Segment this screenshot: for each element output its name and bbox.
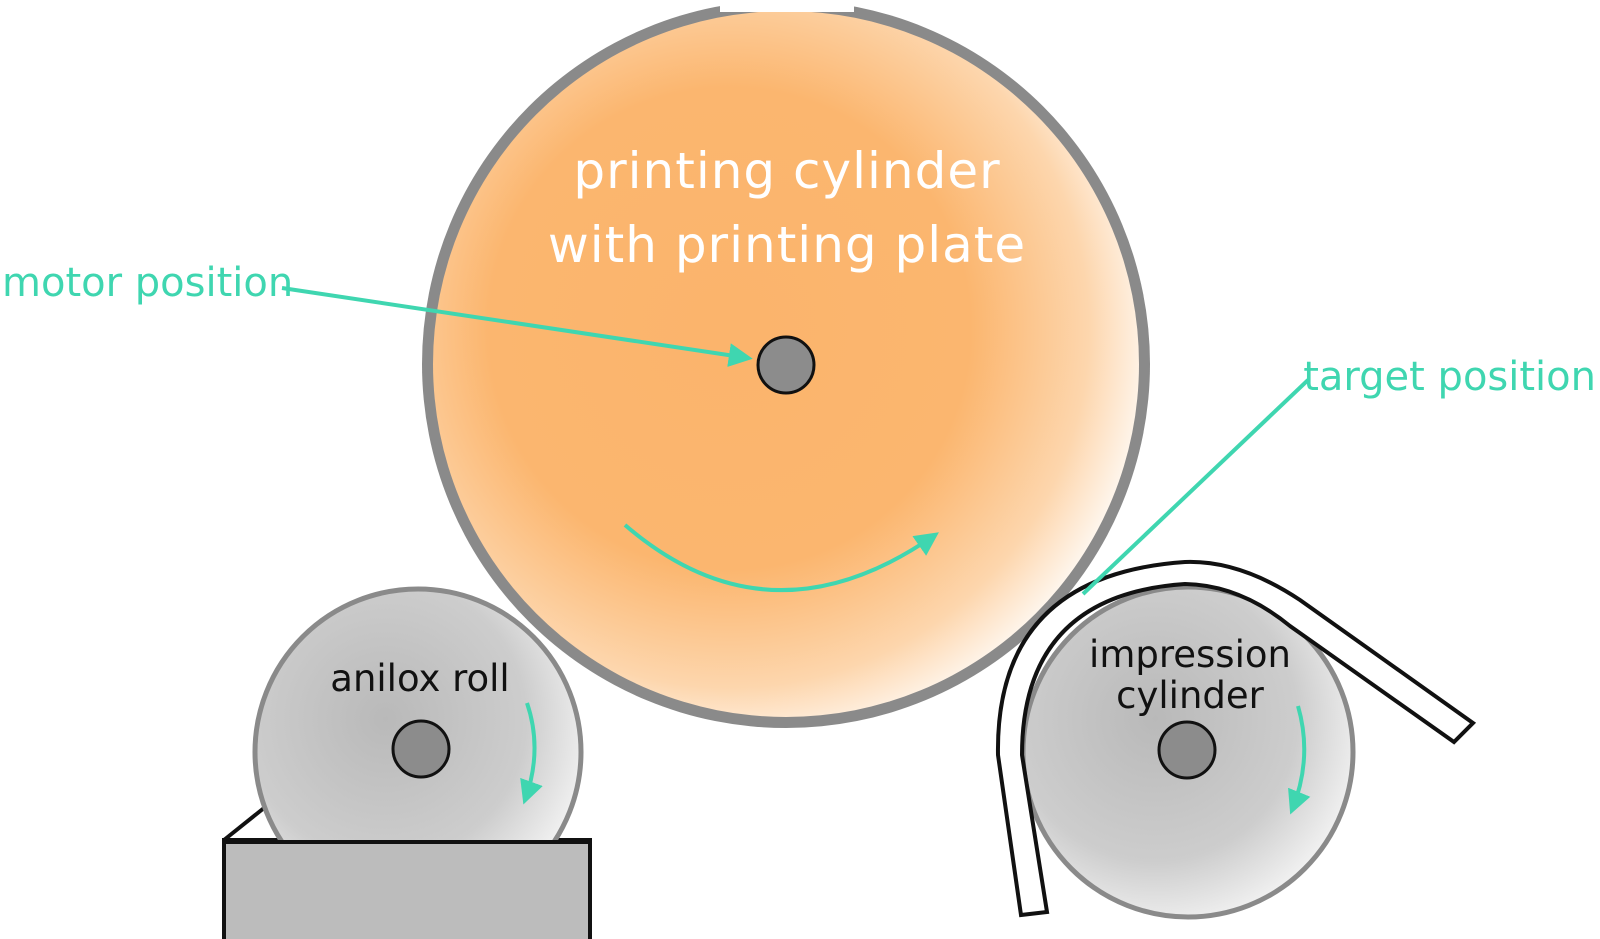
target-position-leader [1081, 378, 1310, 596]
printing-plate-gap [720, 0, 854, 12]
target-position-label: target position [1303, 354, 1596, 400]
printing-cylinder-label-line1: printing cylinder [573, 142, 1000, 200]
ink-tray-cover [226, 842, 588, 939]
impression-cylinder-label-line2: cylinder [1116, 674, 1264, 717]
impression-cylinder-label-line1: impression [1089, 633, 1291, 676]
motor-position-leader [281, 286, 753, 368]
anilox-roll-label: anilox roll [330, 657, 509, 700]
printing-cylinder-label-line2: with printing plate [548, 216, 1026, 274]
motor-position-label: motor position [2, 260, 293, 306]
impression-rotation-arrow [1288, 705, 1311, 815]
printing-cylinder-rotation-arrow [623, 523, 939, 592]
substrate-web[interactable] [995, 559, 1477, 918]
impression-cylinder-hub [1157, 720, 1217, 780]
anilox-roll-hub [391, 719, 451, 779]
printing-cylinder-hub [756, 335, 816, 395]
anilox-rotation-arrow [520, 702, 543, 805]
ink-tray-edge [222, 806, 266, 842]
